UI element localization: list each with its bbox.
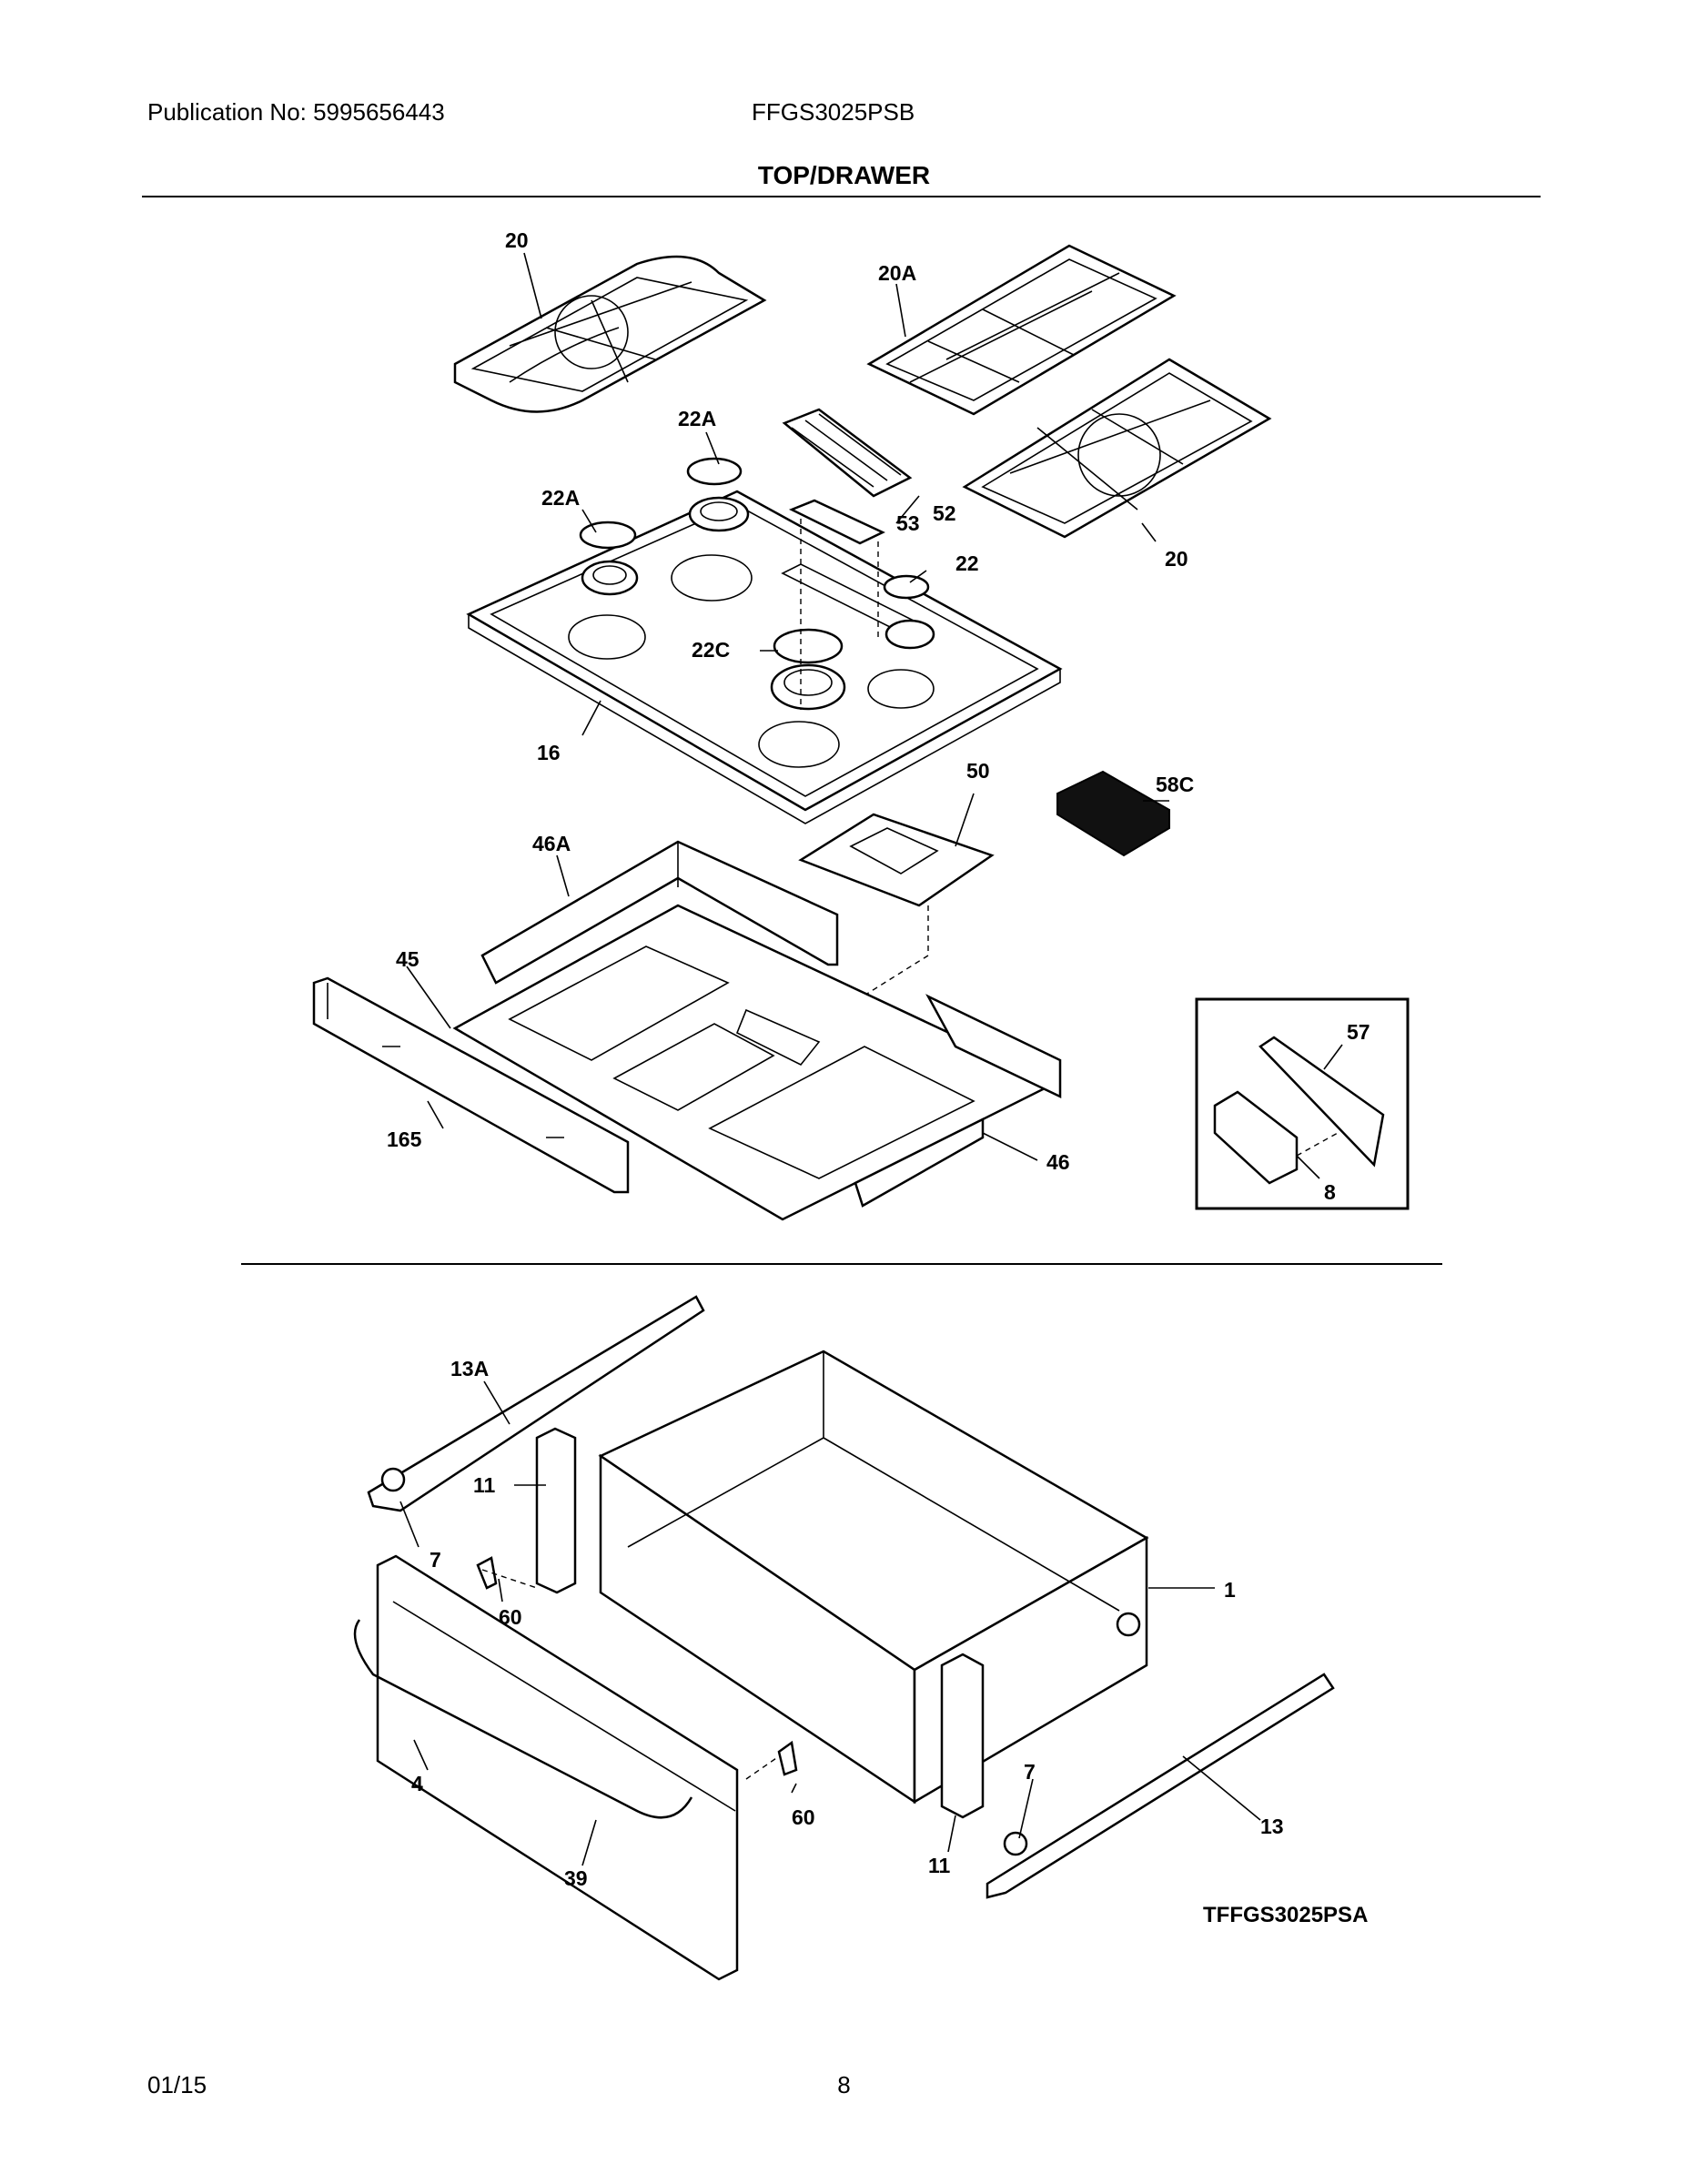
- callout-46a: 46A: [532, 832, 571, 855]
- grate-right-front: [962, 358, 1272, 539]
- screws-60: [476, 1556, 798, 1780]
- callout-labels-top: 20 20A 22A 22A 52 53 22 20 22C 16 50 58C…: [387, 228, 1370, 1204]
- callout-16: 16: [537, 741, 561, 764]
- header-divider: [142, 196, 1541, 197]
- diagram-code: TFFGS3025PSA: [1203, 1903, 1368, 1927]
- callout-53: 53: [896, 511, 920, 535]
- drawer-front: [353, 1554, 739, 1981]
- callout-7-right: 7: [1024, 1760, 1036, 1784]
- callout-1: 1: [1224, 1578, 1236, 1602]
- section-title: TOP/DRAWER: [757, 161, 931, 189]
- callout-22c: 22C: [692, 638, 730, 662]
- callout-57: 57: [1347, 1020, 1370, 1044]
- callout-60-left: 60: [499, 1605, 522, 1629]
- model-number: FFGS3025PSB: [752, 98, 915, 126]
- slide-13a: [367, 1295, 705, 1512]
- callout-39: 39: [564, 1866, 588, 1890]
- side-rail-46: [854, 1117, 985, 1208]
- callout-11-left: 11: [473, 1473, 496, 1497]
- bracket-45-165: [312, 976, 630, 1194]
- callout-7-left: 7: [430, 1548, 441, 1572]
- griddle-grate-parts: [782, 408, 913, 710]
- callout-22a-left: 22A: [541, 486, 580, 510]
- inset-box: [1195, 997, 1410, 1210]
- callout-22a-top: 22A: [678, 407, 716, 430]
- burner-box-50: [718, 813, 995, 1101]
- callout-52: 52: [933, 501, 956, 525]
- burner-caps: [579, 457, 930, 664]
- callout-20-right: 20: [1165, 547, 1188, 571]
- callout-8: 8: [1324, 1180, 1336, 1204]
- callout-13: 13: [1260, 1815, 1284, 1838]
- callout-13a: 13A: [450, 1357, 489, 1380]
- brackets-11: [535, 1427, 985, 1819]
- drawer-box: [598, 1350, 1149, 1805]
- grate-right-rear: [866, 244, 1177, 416]
- publication-number: Publication No: 5995656443: [147, 98, 445, 126]
- oven-top-pan: [452, 904, 1062, 1221]
- callout-4: 4: [411, 1772, 423, 1795]
- callout-46: 46: [1046, 1150, 1070, 1174]
- callout-labels-drawer: 13A 11 7 60 1 4 39 60 7 11 13: [411, 1357, 1284, 1890]
- frame-46a: [480, 840, 839, 985]
- callout-50: 50: [966, 759, 990, 783]
- callout-60-right: 60: [792, 1805, 815, 1829]
- callout-165: 165: [387, 1127, 422, 1151]
- callout-11-right: 11: [928, 1854, 951, 1877]
- section-divider: [241, 1263, 1442, 1265]
- slide-13: [986, 1673, 1335, 1899]
- callout-45: 45: [396, 947, 419, 971]
- footer-date: 01/15: [147, 2071, 207, 2098]
- callout-20a: 20A: [878, 261, 916, 285]
- burner-heads: [581, 496, 935, 711]
- callout-58c: 58C: [1156, 773, 1194, 796]
- block-58c: [1056, 770, 1170, 857]
- footer-page-number: 8: [837, 2071, 851, 2098]
- leader-lines: [399, 252, 1343, 1866]
- callout-22: 22: [955, 551, 979, 575]
- grate-left: [453, 255, 767, 413]
- callout-20-left: 20: [505, 228, 529, 252]
